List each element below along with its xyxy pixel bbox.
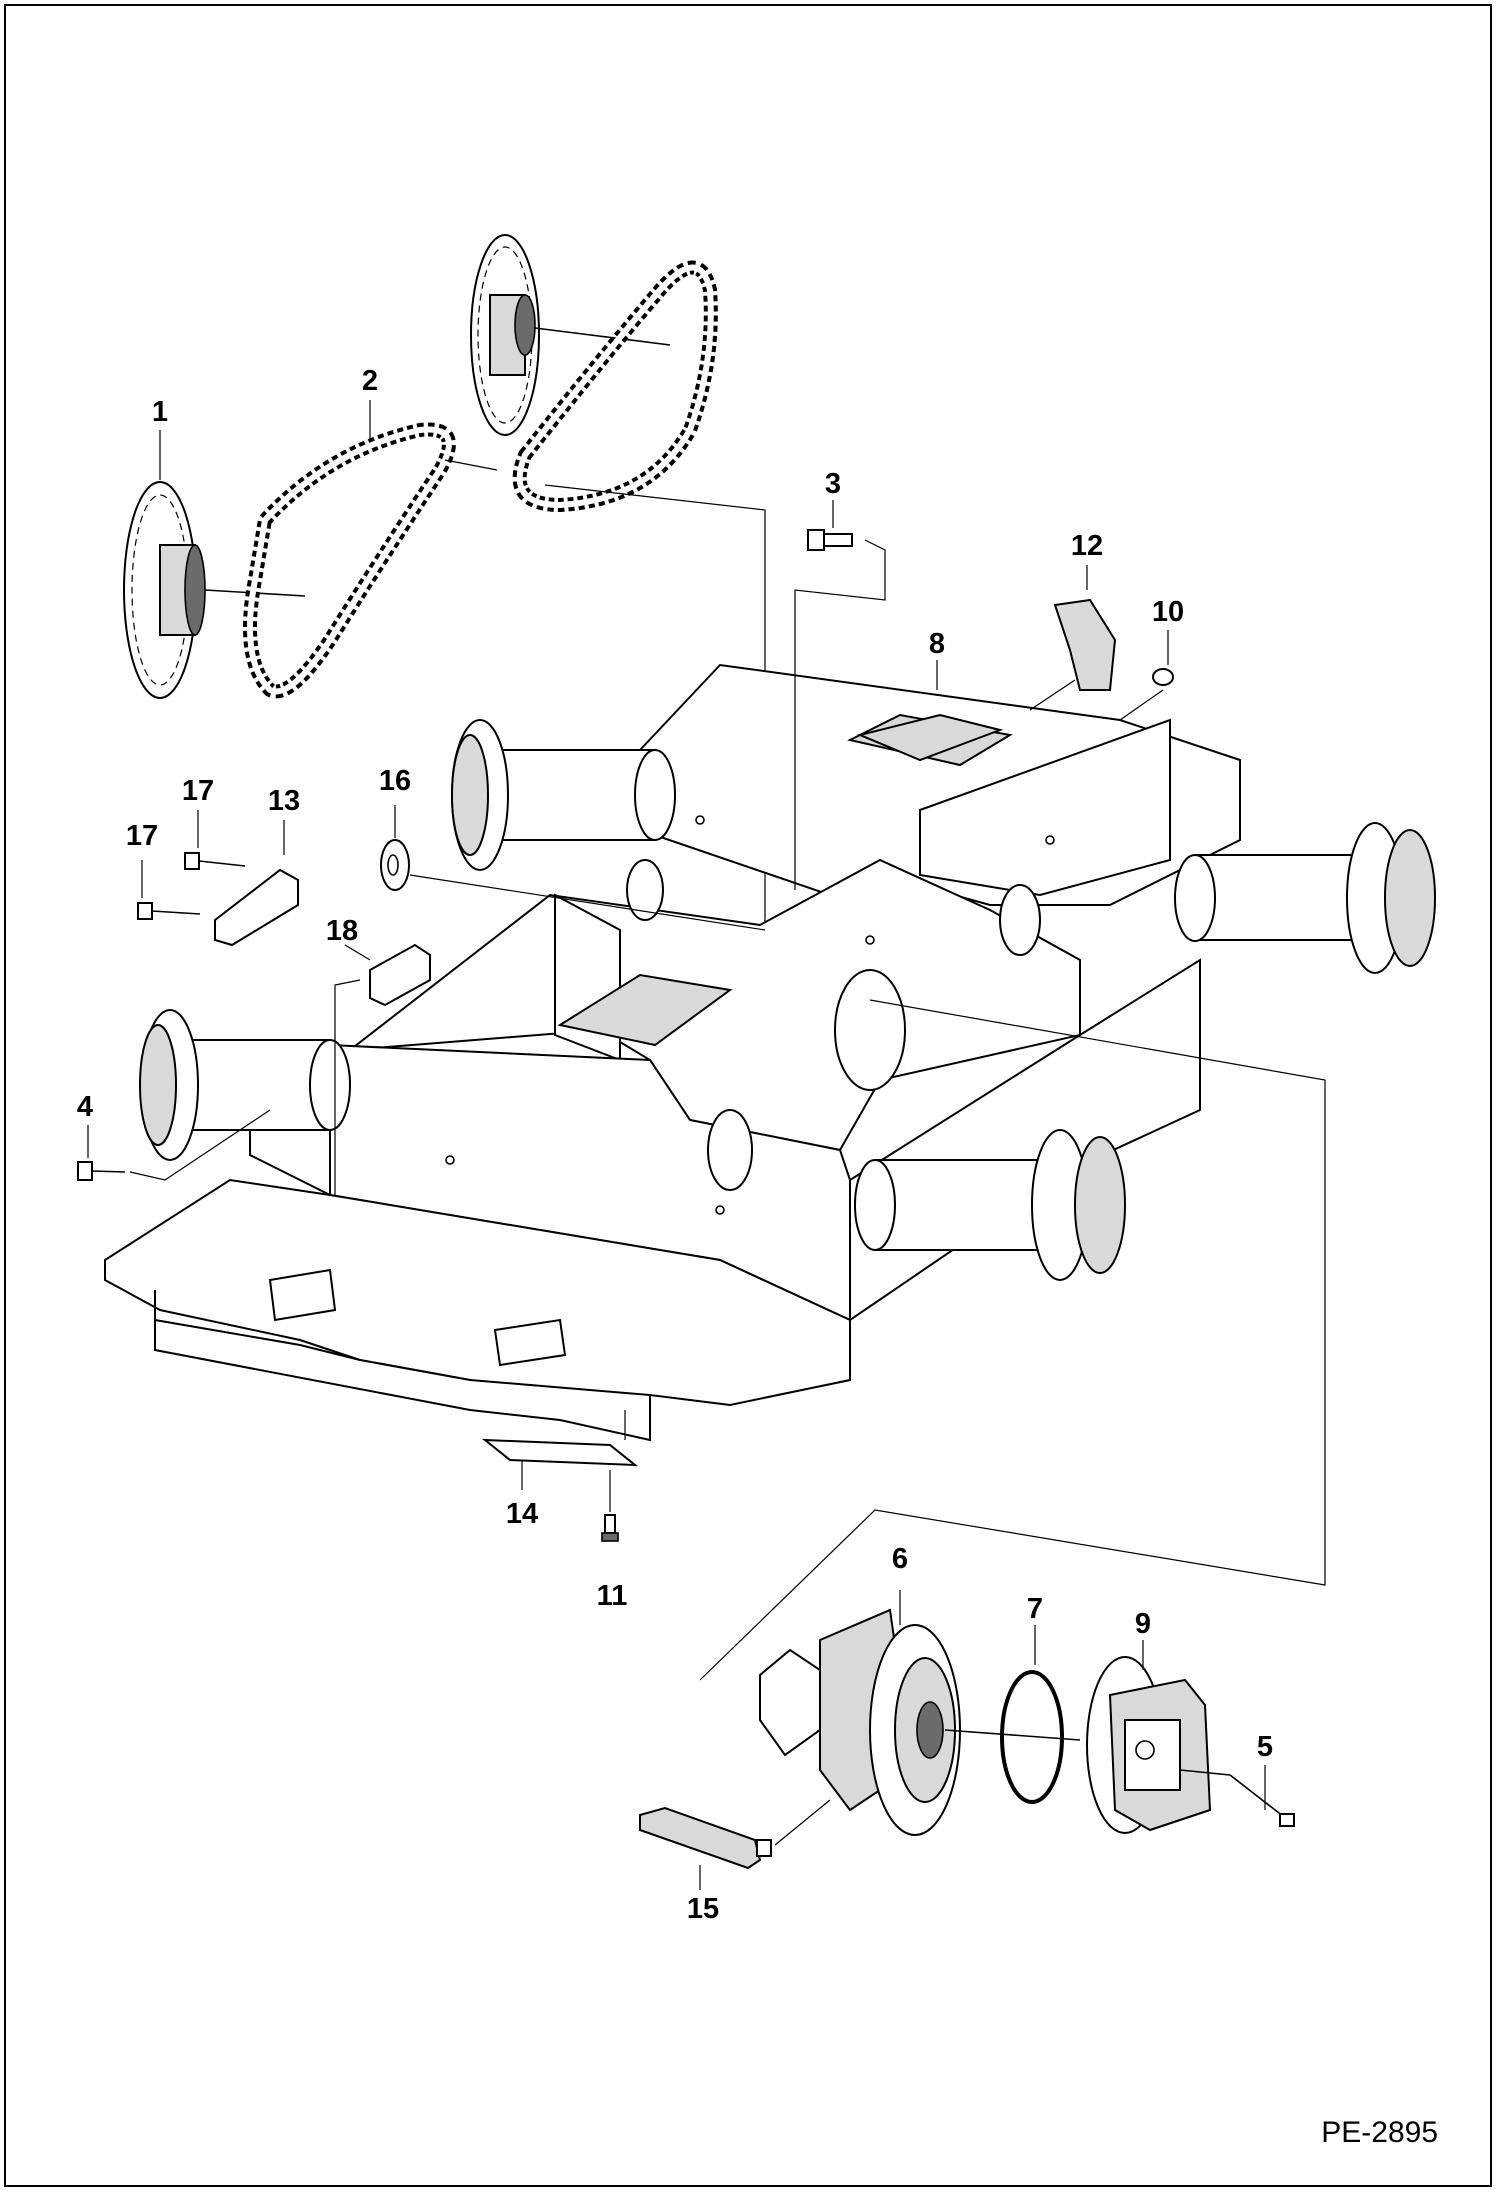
callout-14: 14: [505, 1498, 539, 1530]
figure-code: PE-2895: [1321, 2116, 1438, 2149]
clip-12-icon: [1029, 598, 1117, 711]
callout-16: 16: [378, 765, 412, 797]
chain-rear-icon: [512, 260, 718, 513]
callout-9: 9: [1134, 1608, 1152, 1640]
callout-10: 10: [1151, 596, 1185, 628]
callout-4: 4: [76, 1091, 94, 1123]
bar-13-icon: [214, 868, 299, 947]
plate-14-icon: [481, 1410, 639, 1467]
callout-17-lower: 17: [125, 820, 159, 852]
callout-17-upper: 17: [181, 775, 215, 807]
callout-2: 2: [361, 365, 379, 397]
drive-motor-6-icon: [759, 1608, 1081, 1836]
bolt-4-icon: [77, 1109, 271, 1181]
bolt-3-icon: [794, 529, 886, 890]
callout-1: 1: [151, 396, 169, 428]
callout-11: 11: [596, 1580, 628, 1612]
washer-16-icon: [380, 839, 766, 931]
callout-8: 8: [928, 628, 946, 660]
sprocket-rear-icon: [470, 234, 671, 436]
sealant-tube-15-icon: [639, 1799, 831, 1870]
sprocket-1-icon: [123, 481, 306, 699]
brake-9-icon: [1086, 1656, 1295, 1834]
callout-18: 18: [325, 915, 359, 947]
callout-15: 15: [686, 1893, 720, 1925]
callout-6: 6: [891, 1543, 909, 1575]
bolt-17-lower-icon: [137, 902, 201, 920]
axle-lower-right-icon: [854, 1129, 1126, 1281]
callout-5: 5: [1256, 1731, 1274, 1763]
screw-11-icon: [601, 1470, 619, 1542]
bolt-17-upper-icon: [184, 852, 246, 870]
callout-12: 12: [1070, 530, 1104, 562]
callout-7: 7: [1026, 1593, 1044, 1625]
callout-3: 3: [824, 468, 842, 500]
chain-2-icon: [243, 422, 456, 699]
spacer-18-icon: [334, 943, 431, 1195]
o-ring-7-icon: [1000, 1670, 1064, 1804]
callout-13: 13: [267, 785, 301, 817]
drawing-border: [4, 4, 1492, 2187]
plug-10-icon: [1119, 668, 1174, 721]
axle-upper-right-icon: [1174, 822, 1436, 974]
axle-upper-left-icon: [451, 719, 676, 871]
axle-lower-left-icon: [139, 1009, 351, 1161]
callout-leaders: [87, 400, 1266, 1890]
